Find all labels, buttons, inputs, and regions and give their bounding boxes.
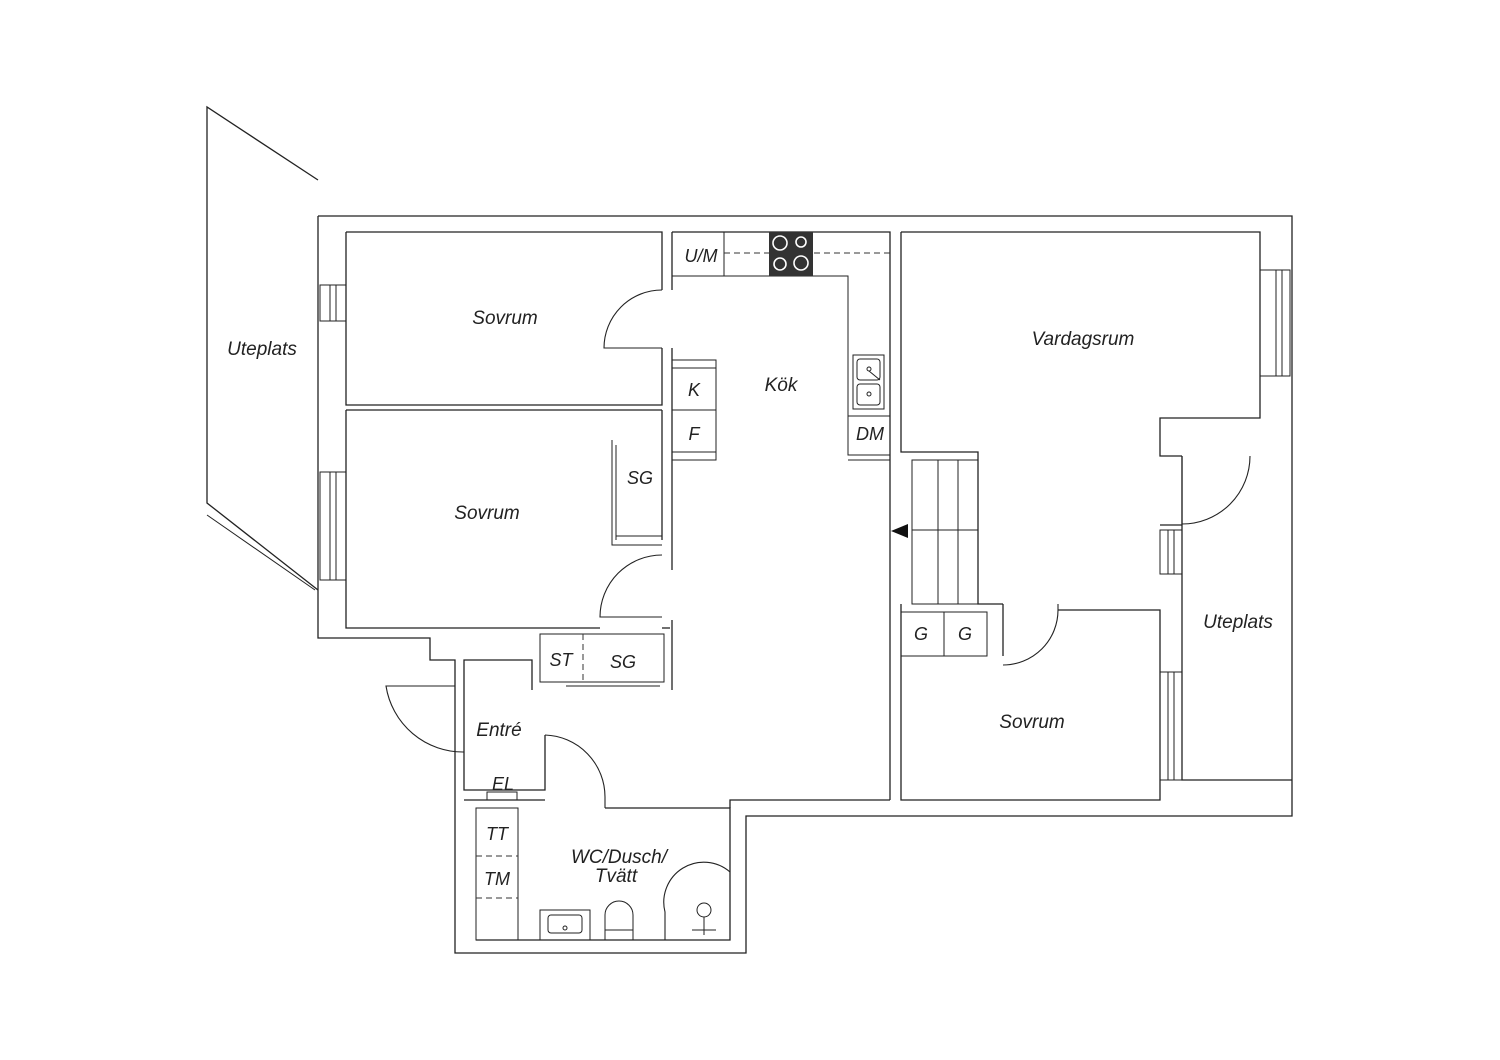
- stairs: [911, 459, 979, 605]
- bedroom-3-door[interactable]: [1002, 604, 1059, 666]
- fridge-freezer-units: [671, 359, 717, 461]
- washbasin-icon: [539, 909, 591, 941]
- bedroom-3-window: [1159, 671, 1183, 781]
- fixture-label-k: K: [688, 380, 701, 400]
- terrace-left: [206, 105, 319, 591]
- entrance-door[interactable]: [385, 685, 465, 753]
- bathroom-walls: [464, 799, 890, 941]
- room-label-entre: Entré: [476, 720, 521, 741]
- room-label-sovrum-1: Sovrum: [472, 308, 537, 329]
- room-label-uteplats-left: Uteplats: [227, 339, 297, 360]
- kitchen-walls: [671, 231, 891, 800]
- living-room-window: [1259, 269, 1291, 377]
- fixture-label-el: EL: [492, 774, 514, 794]
- living-room-walls: [900, 231, 1261, 605]
- room-label-wc-line2: Tvätt: [595, 866, 638, 887]
- fixture-label-tt: TT: [486, 824, 510, 844]
- living-room-door[interactable]: [1181, 455, 1251, 525]
- closets-g: [900, 611, 988, 657]
- wardrobe-bedroom: [611, 440, 662, 546]
- outer-walls: [317, 215, 1293, 954]
- terrace-right: [1159, 456, 1292, 781]
- entrance-walls: [463, 659, 546, 791]
- fixture-label-um: U/M: [685, 246, 718, 266]
- bathroom-door[interactable]: [544, 734, 606, 808]
- bedroom-2-door[interactable]: [599, 554, 663, 618]
- stove-icon: [769, 232, 813, 276]
- room-label-wc-line1: WC/Dusch/: [571, 847, 669, 868]
- fixture-label-tm: TM: [484, 869, 510, 889]
- fixture-label-g2: G: [958, 624, 972, 644]
- room-label-sovrum-3: Sovrum: [999, 712, 1064, 733]
- room-label-sovrum-2: Sovrum: [454, 503, 519, 524]
- bedroom-3-walls: [900, 604, 1161, 801]
- laundry-units: [475, 807, 519, 941]
- fixture-label-g1: G: [914, 624, 928, 644]
- room-label-uteplats-right: Uteplats: [1203, 612, 1273, 633]
- stair-arrow-icon: [891, 524, 908, 538]
- bedroom-2-window: [319, 471, 347, 581]
- fixture-label-st: ST: [549, 650, 574, 670]
- bedroom-1-door[interactable]: [603, 289, 663, 349]
- bedroom-1-window: [319, 284, 347, 322]
- fixture-label-sg-bedroom: SG: [627, 468, 653, 488]
- shower-icon: [663, 861, 731, 940]
- room-label-vardagsrum: Vardagsrum: [1032, 329, 1135, 350]
- fixture-label-dm: DM: [856, 424, 884, 444]
- room-label-kok: Kök: [765, 375, 799, 396]
- fixture-label-sg-hall: SG: [610, 652, 636, 672]
- sink-icon: [852, 354, 885, 410]
- toilet-icon: [604, 900, 634, 940]
- fixture-label-f: F: [689, 424, 701, 444]
- hall-storage: [539, 633, 665, 687]
